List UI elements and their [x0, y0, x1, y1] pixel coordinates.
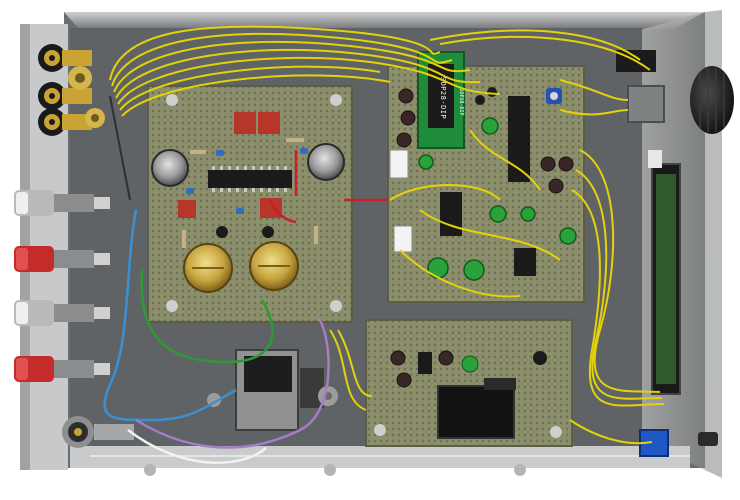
rca-jacks: [38, 44, 105, 136]
black-wire: [109, 95, 131, 201]
power-relay: [437, 385, 515, 439]
amplifier-board: [147, 85, 390, 323]
amp-ic: [208, 170, 292, 188]
adapter-chip-label: SOP28-DIP: [439, 77, 447, 119]
purple-wire: [135, 317, 330, 449]
blue-wire: [103, 209, 237, 422]
floor-screws: [144, 464, 526, 476]
regulator-module: [207, 349, 338, 431]
white-wire: [127, 429, 267, 464]
yellow-wiring: [109, 25, 665, 445]
adapter-side-label: SOP28-DIP: [458, 88, 464, 115]
dc-power-jack: [62, 416, 134, 448]
green-wire: [140, 269, 274, 364]
volume-knob: [690, 66, 734, 134]
chassis-top-wall: [64, 12, 705, 30]
relay-board: [365, 319, 573, 447]
encoder-body: [627, 85, 665, 123]
speaker-binding-posts: [14, 190, 110, 382]
